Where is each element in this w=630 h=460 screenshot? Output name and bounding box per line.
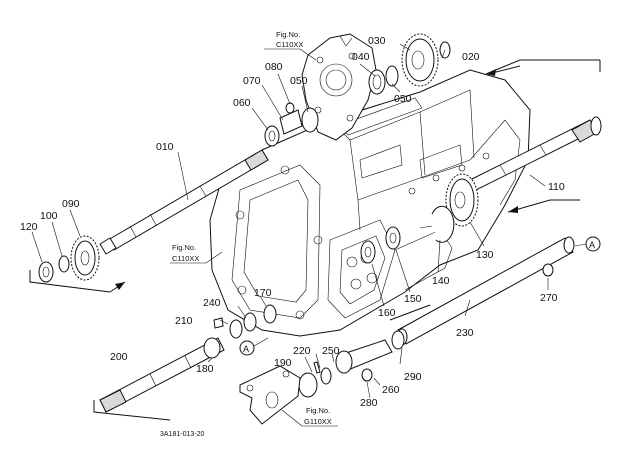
assembly-arrows xyxy=(29,59,601,421)
drawing-code: 3A181-013-20 xyxy=(160,431,204,438)
callout-150: 150 xyxy=(404,293,422,305)
callout-210: 210 xyxy=(175,315,193,327)
callout-230: 230 xyxy=(456,327,474,339)
callout-170: 170 xyxy=(254,287,272,299)
transmission-case xyxy=(209,69,531,337)
callout-070: 070 xyxy=(243,75,261,87)
fig-ref-top[interactable]: Fig.No. C110XX xyxy=(264,30,317,61)
shaft-110 xyxy=(469,116,602,191)
callout-130: 130 xyxy=(476,249,494,261)
callout-labels: 010 020 030 040 050 050 060 070 080 090 … xyxy=(20,35,565,409)
fig-ref-bottom-line2: G110XX xyxy=(304,417,332,426)
fig-ref-left[interactable]: Fig.No. C110XX xyxy=(170,243,223,264)
shaft-200 xyxy=(99,337,225,413)
callout-050-right: 050 xyxy=(394,93,412,105)
callout-080: 080 xyxy=(265,61,283,73)
fig-ref-bottom-line1: Fig.No. xyxy=(306,406,330,415)
ref-marker-a-right: A xyxy=(574,236,601,252)
callout-200: 200 xyxy=(110,351,128,363)
callout-160: 160 xyxy=(378,307,396,319)
bottom-bracket xyxy=(239,365,301,425)
callout-140: 140 xyxy=(432,275,450,287)
callout-120: 120 xyxy=(20,221,38,233)
top-cover xyxy=(301,33,377,141)
callout-090: 090 xyxy=(62,198,80,210)
gear-130 xyxy=(445,173,479,227)
gear-090 xyxy=(70,235,100,281)
fig-ref-top-line1: Fig.No. xyxy=(276,30,300,39)
callout-270: 270 xyxy=(540,292,558,304)
leader-lines xyxy=(31,43,549,399)
fig-ref-bottom[interactable]: Fig.No. G110XX xyxy=(281,406,338,427)
callout-060: 060 xyxy=(233,97,251,109)
callout-030: 030 xyxy=(368,35,386,47)
callout-290: 290 xyxy=(404,371,422,383)
callout-010: 010 xyxy=(156,141,174,153)
fig-ref-left-line2: C110XX xyxy=(172,254,199,263)
gear-030 xyxy=(401,33,439,87)
small-parts xyxy=(38,41,554,398)
callout-110: 110 xyxy=(548,181,565,193)
callout-240: 240 xyxy=(203,297,221,309)
callout-050-left: 050 xyxy=(290,75,308,87)
callout-040: 040 xyxy=(352,51,370,63)
callout-100: 100 xyxy=(40,210,58,222)
callout-180: 180 xyxy=(196,363,214,375)
callout-250: 250 xyxy=(322,345,340,357)
ref-marker-a-left: A xyxy=(239,337,269,356)
ref-marker-a-right-text: A xyxy=(589,240,595,250)
callout-220: 220 xyxy=(293,345,311,357)
fig-ref-left-line1: Fig.No. xyxy=(172,243,196,252)
callout-260: 260 xyxy=(382,384,400,396)
ref-marker-a-left-text: A xyxy=(243,344,249,354)
callout-280: 280 xyxy=(360,397,378,409)
fig-ref-top-line2: C110XX xyxy=(276,40,303,49)
callout-020: 020 xyxy=(462,51,480,63)
callout-190: 190 xyxy=(274,357,292,369)
